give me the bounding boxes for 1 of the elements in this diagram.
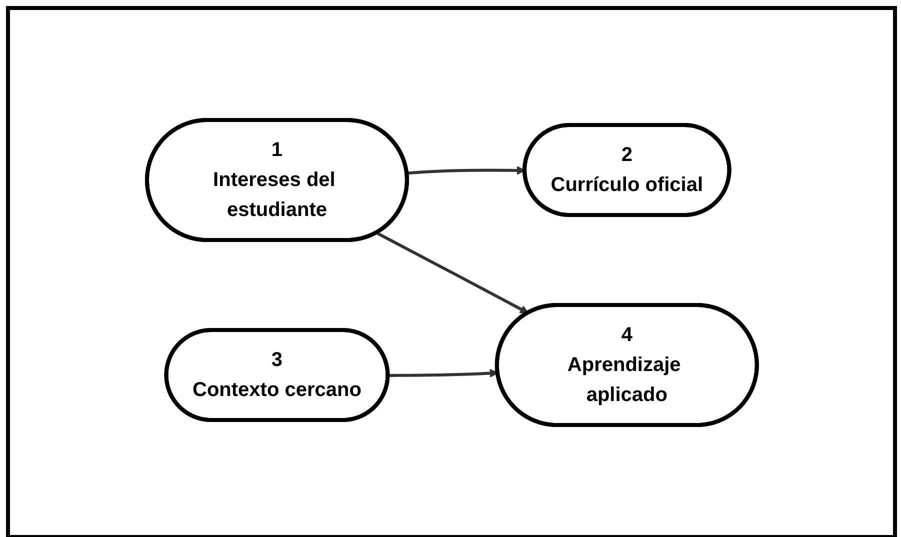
arrow (376, 232, 528, 314)
